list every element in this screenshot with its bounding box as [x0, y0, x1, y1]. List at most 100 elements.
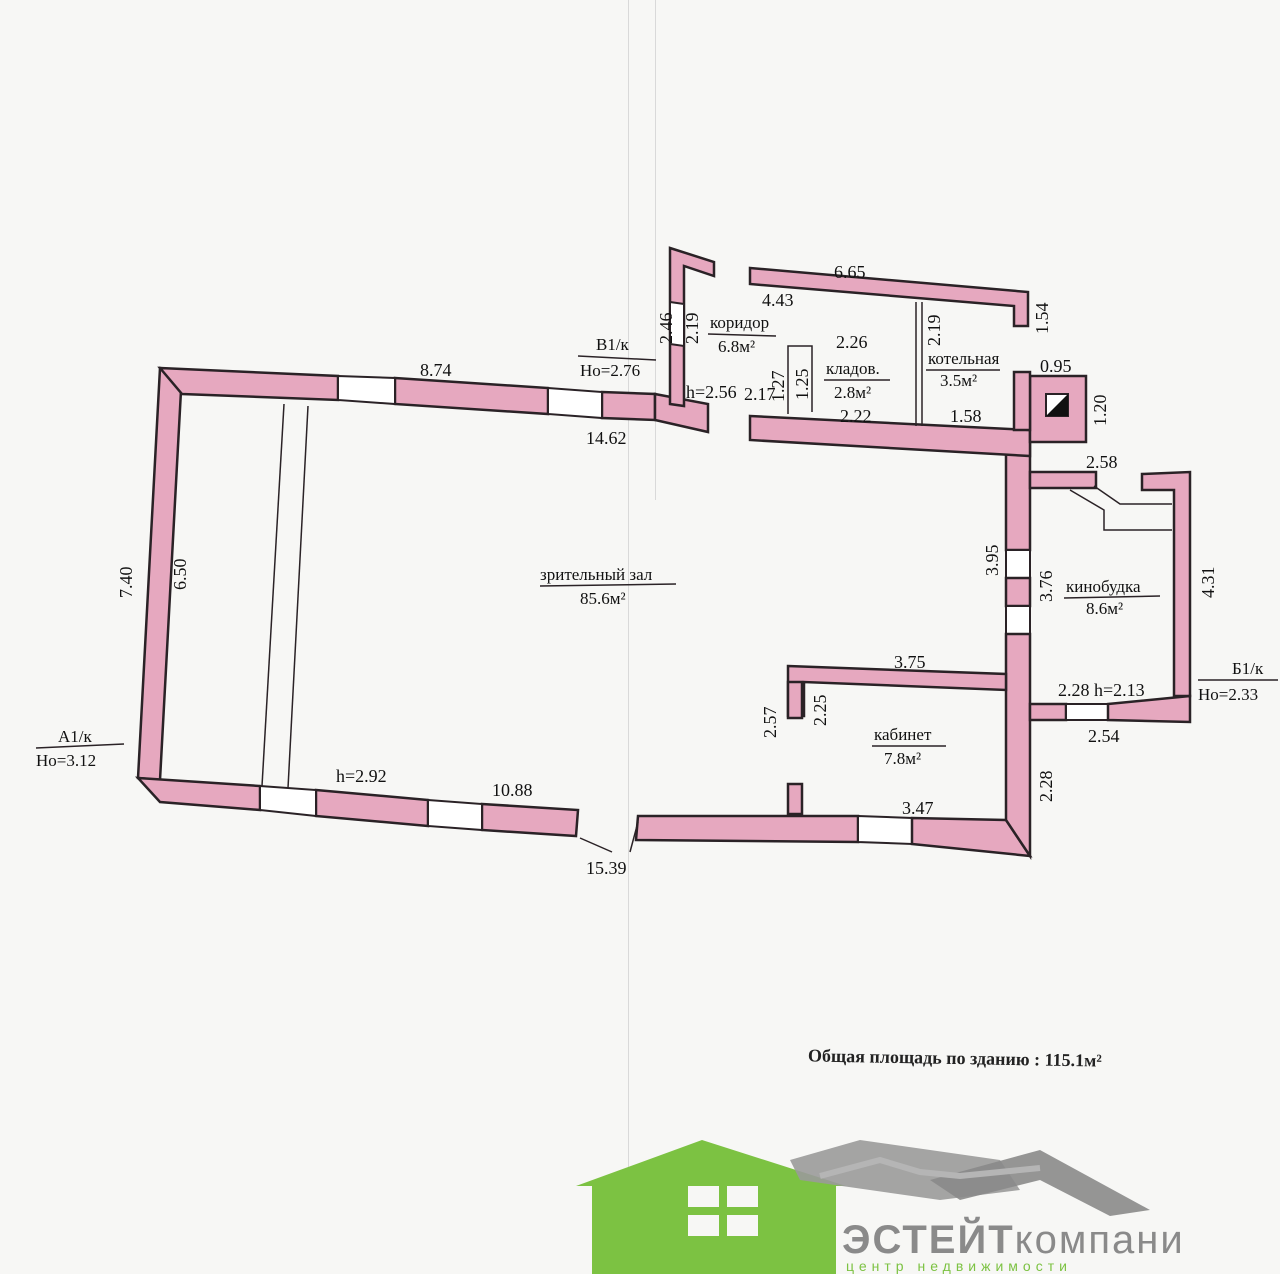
dim-office-left-inner: 2.25	[810, 695, 830, 727]
room-projection-area: 8.6м²	[1086, 599, 1123, 618]
projection-stair-2	[1093, 485, 1172, 505]
projection-window	[1065, 703, 1109, 721]
corridor-window	[669, 300, 685, 348]
dim-leader-2	[629, 821, 639, 853]
logo-name: ЭСТЕЙТкомпани	[842, 1218, 1185, 1263]
hall-wall-bottom-2	[314, 788, 430, 828]
dim-office-top: 3.75	[894, 652, 926, 672]
dim-office-right: 2.28	[1036, 771, 1056, 803]
section-v-name: В1/к	[596, 335, 630, 354]
stage-line-1	[261, 403, 285, 787]
hall-wall-top-1	[157, 366, 340, 402]
hall-wall-top-2	[393, 376, 550, 416]
section-a-name: А1/к	[58, 727, 93, 746]
dim-annex-top: 6.65	[834, 262, 866, 282]
hall-wall-right-lower	[1004, 632, 1032, 861]
hall-door-right-2	[1005, 605, 1031, 635]
page-fold-line-2	[655, 0, 656, 500]
hall-door-right-1	[1005, 549, 1031, 579]
dim-hall-top: 14.62	[586, 428, 627, 448]
dim-corridor-top: 4.43	[762, 290, 794, 310]
dim-storage-bottom: 2.22	[840, 406, 872, 426]
annex-wall-bottom	[748, 414, 1032, 458]
dim-projection-bottom-outer: 2.54	[1088, 726, 1120, 746]
dim-leader-1	[579, 837, 613, 853]
dim-annex-right: 1.54	[1032, 303, 1052, 335]
projection-wall-bottom-left	[1028, 702, 1068, 722]
dim-hall-bottom: 10.88	[492, 780, 533, 800]
room-boiler-name: котельная	[928, 349, 1000, 368]
dim-storage-left-inner: 1.25	[792, 369, 812, 401]
dim-chimney-depth: 1.20	[1090, 395, 1110, 427]
hall-wall-bottom-3	[480, 802, 580, 838]
room-office-name: кабинет	[874, 725, 932, 744]
dim-hall-right: 3.95	[982, 545, 1002, 577]
logo-tagline: центр недвижимости	[846, 1258, 1072, 1274]
projection-wall-bottom-right	[1106, 694, 1192, 724]
projection-stair-1	[1069, 489, 1172, 531]
hall-window-bottom-2	[427, 798, 483, 832]
office-wall-left	[786, 680, 804, 720]
room-storage-area: 2.8м²	[834, 383, 871, 402]
projection-wall-top-left	[1028, 470, 1098, 490]
dim-storage-left-outer: 1.27	[768, 371, 788, 403]
hall-window-top-1	[337, 374, 396, 406]
annex-wall-top	[748, 266, 1030, 328]
hall-window-top-2	[547, 386, 603, 420]
dim-corridor-bottom: 2.17	[744, 384, 776, 404]
room-hall-underline	[539, 583, 677, 587]
room-storage-name: кладов.	[826, 359, 880, 378]
hall-window-bottom-1	[259, 784, 317, 818]
dim-hall-inner-left: 6.50	[170, 559, 190, 591]
hall-wall-top-3	[600, 390, 657, 422]
section-v-underline	[577, 355, 657, 361]
dim-office-bottom: 3.47	[902, 798, 934, 818]
corridor-wall-left	[668, 246, 716, 408]
dim-projection-bottom-inner: 2.28 h=2.13	[1058, 680, 1145, 700]
dim-hall-outer-left: 7.40	[116, 567, 136, 599]
room-corridor-area: 6.8м²	[718, 337, 755, 356]
projection-wall-top-right	[1140, 470, 1192, 698]
section-b-name: Б1/к	[1232, 659, 1264, 678]
hall-wall-bottom-1	[134, 776, 262, 812]
room-boiler-area: 3.5м²	[940, 371, 977, 390]
dim-projection-right: 4.31	[1198, 567, 1218, 599]
dim-corridor-outer: 2.46	[656, 313, 676, 345]
dim-corridor-height: h=2.56	[686, 382, 737, 402]
logo-name-part2: компани	[1014, 1218, 1185, 1262]
section-v-height: Но=2.76	[580, 361, 640, 380]
dim-projection-left: 3.76	[1036, 571, 1056, 603]
hall-wall-bottom-right	[634, 814, 860, 844]
dim-boiler-left: 2.19	[924, 315, 944, 347]
dim-corridor-inner: 2.19	[682, 313, 702, 345]
hall-wall-top-4	[653, 392, 710, 434]
room-hall-area: 85.6м²	[580, 589, 626, 608]
office-wall-stub	[786, 782, 804, 816]
room-hall-name: зрительный зал	[540, 565, 653, 584]
dim-building-length: 15.39	[586, 858, 627, 878]
dim-boiler-bottom: 1.58	[950, 406, 982, 426]
hall-wall-right-mid	[1004, 576, 1032, 608]
section-b-height: Но=2.33	[1198, 685, 1258, 704]
boiler-wall-right	[1012, 370, 1032, 432]
room-projection-underline	[1063, 595, 1161, 599]
storage-partition	[787, 345, 813, 414]
logo-name-part1: ЭСТЕЙТ	[842, 1218, 1015, 1262]
dim-hall-height: h=2.92	[336, 766, 387, 786]
logo-house-gray-2-icon	[930, 1150, 1150, 1216]
dim-chimney-width: 0.95	[1040, 356, 1072, 376]
room-office-area: 7.8м²	[884, 749, 921, 768]
office-window	[857, 814, 913, 846]
room-corridor-name: коридор	[710, 313, 769, 332]
dim-projection-top: 2.58	[1086, 452, 1118, 472]
chimney-flue-fill	[1046, 394, 1068, 416]
page-fold-line	[628, 0, 629, 1274]
room-corridor-underline	[707, 333, 777, 337]
room-projection-name: кинобудка	[1066, 577, 1141, 596]
section-a-underline	[35, 743, 125, 749]
dim-top-wall: 8.74	[420, 360, 452, 380]
stage-line-2	[287, 405, 309, 789]
dim-office-left-outer: 2.57	[760, 707, 780, 739]
logo-roof-line	[819, 1156, 1041, 1180]
